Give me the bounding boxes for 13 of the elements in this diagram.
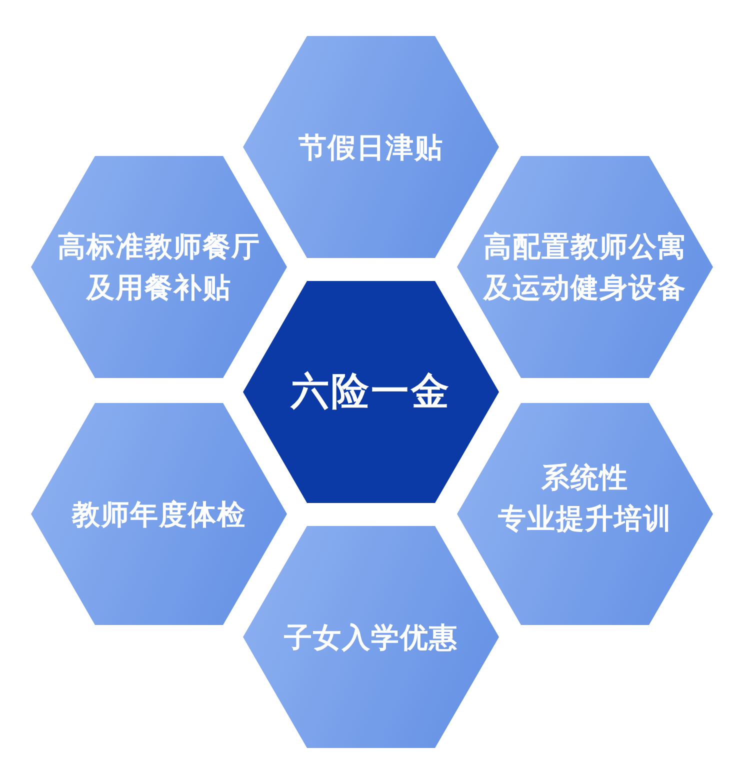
hexagon — [457, 403, 713, 625]
hexagon — [457, 156, 713, 378]
hexagon — [31, 156, 287, 378]
label: 专业提升培训 — [498, 502, 672, 536]
label: 教师年度体检 — [72, 498, 246, 532]
label: 子女入学优惠 — [284, 620, 458, 654]
title-label: 六险一金 — [291, 370, 451, 415]
label: 高配置教师公寓及运动健身设备 — [482, 230, 688, 305]
hexagon — [31, 403, 287, 625]
label: 节假日津贴 — [298, 130, 444, 164]
hexagon — [243, 526, 499, 748]
label: 高标准教师餐厅及用餐补贴 — [56, 230, 262, 305]
label: 系统性 — [542, 461, 628, 495]
